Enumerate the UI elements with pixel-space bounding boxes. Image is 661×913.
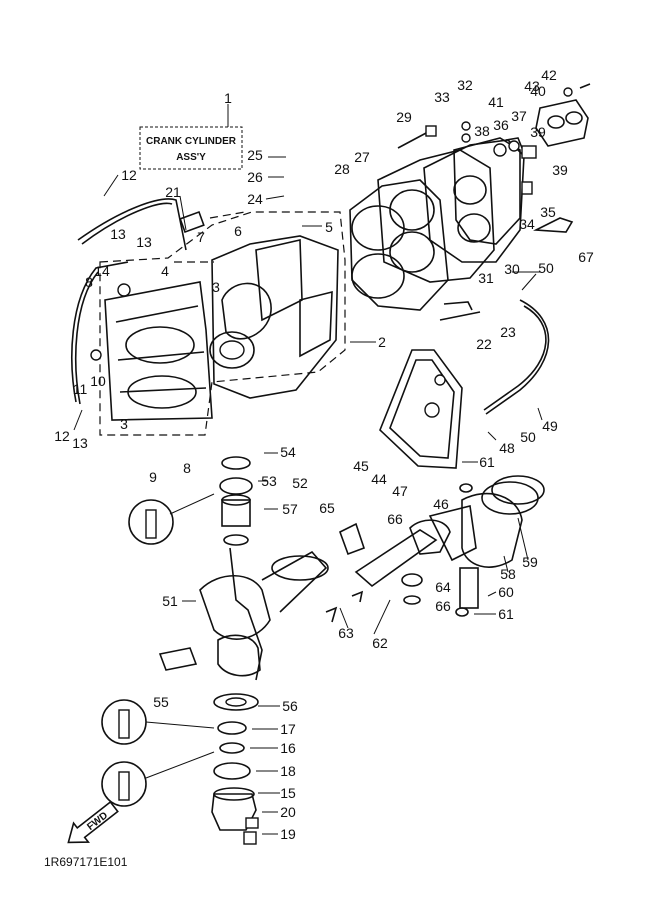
callout-59: 59 [522, 554, 538, 570]
callout-labels: 1 2 3 3 4 5 6 7 8 8 9 10 11 12 12 13 13 … [54, 67, 594, 842]
callout-6: 6 [234, 223, 242, 239]
callout-64: 64 [435, 579, 451, 595]
leader-lines [73, 156, 543, 835]
callout-7: 7 [197, 229, 205, 245]
callout-22: 22 [476, 336, 492, 352]
callout-53: 53 [261, 473, 277, 489]
callout-1: 1 [224, 90, 232, 106]
callout-30: 30 [504, 261, 520, 277]
callout-18: 18 [280, 763, 296, 779]
callout-46: 46 [433, 496, 449, 512]
callout-9: 9 [149, 469, 157, 485]
callout-50: 50 [520, 429, 536, 445]
callout-15: 15 [280, 785, 296, 801]
callout-56: 56 [282, 698, 298, 714]
callout-19: 19 [280, 826, 296, 842]
callout-55: 55 [153, 694, 169, 710]
callout-5: 5 [325, 219, 333, 235]
callout-26: 26 [247, 169, 263, 185]
callout-13: 13 [110, 226, 126, 242]
callout-35: 35 [540, 204, 556, 220]
callout-4: 4 [161, 263, 169, 279]
callout-44: 44 [371, 471, 387, 487]
callout-31: 31 [478, 270, 494, 286]
callout-23: 23 [500, 324, 516, 340]
callout-8: 8 [85, 274, 93, 290]
callout-61: 61 [479, 454, 495, 470]
callout-42: 42 [541, 67, 557, 83]
callout-27: 27 [354, 149, 370, 165]
callout-57: 57 [282, 501, 298, 517]
callout-37: 37 [511, 108, 527, 124]
hoses-left [71, 198, 187, 405]
callout-43: 43 [524, 78, 540, 94]
callout-45: 45 [353, 458, 369, 474]
callout-61: 61 [498, 606, 514, 622]
title-box: CRANK CYLINDER ASS'Y [139, 104, 243, 170]
fwd-arrow-icon: FWD [67, 800, 119, 844]
callout-47: 47 [392, 483, 408, 499]
callout-67: 67 [578, 249, 594, 265]
callout-13: 13 [136, 234, 152, 250]
hose-right [483, 299, 550, 415]
callout-11: 11 [73, 381, 88, 397]
callout-39: 39 [552, 162, 568, 178]
callout-66: 66 [387, 511, 403, 527]
callout-41: 41 [488, 94, 504, 110]
callout-51: 51 [162, 593, 178, 609]
callout-38: 38 [474, 123, 490, 139]
callout-54: 54 [280, 444, 296, 460]
callout-62: 62 [372, 635, 388, 651]
callout-14: 14 [94, 263, 110, 279]
callout-12: 12 [54, 428, 70, 444]
callout-25: 25 [247, 147, 263, 163]
callout-60: 60 [498, 584, 514, 600]
callout-3: 3 [212, 279, 220, 295]
callout-13: 13 [72, 435, 88, 451]
callout-24: 24 [247, 191, 263, 207]
fwd-label: FWD [85, 810, 110, 833]
callout-12: 12 [121, 167, 137, 183]
crankcase-block [99, 210, 346, 436]
callout-10: 10 [90, 373, 106, 389]
callout-58: 58 [500, 566, 516, 582]
callout-66: 66 [435, 598, 451, 614]
callout-40: 40 [530, 83, 546, 99]
callout-3: 3 [120, 416, 128, 432]
callout-34: 34 [519, 216, 535, 232]
callout-21: 21 [165, 184, 181, 200]
title-line-1: CRANK CYLINDER [146, 136, 237, 147]
callout-39: 39 [530, 124, 546, 140]
callout-52: 52 [292, 475, 308, 491]
callout-16: 16 [280, 740, 296, 756]
callout-28: 28 [334, 161, 350, 177]
title-line-2: ASS'Y [176, 152, 206, 163]
callout-29: 29 [396, 109, 412, 125]
callout-65: 65 [319, 500, 335, 516]
figure-code: 1R697171E101 [44, 855, 128, 869]
callout-63: 63 [338, 625, 354, 641]
callout-8: 8 [183, 460, 191, 476]
callout-2: 2 [378, 334, 386, 350]
crankshaft-assembly [158, 456, 329, 845]
cover-plate [379, 301, 481, 469]
callout-33: 33 [434, 89, 450, 105]
callout-49: 49 [542, 418, 558, 434]
callout-48: 48 [499, 440, 515, 456]
callout-17: 17 [280, 721, 296, 737]
callout-32: 32 [457, 77, 473, 93]
callout-50: 50 [538, 260, 554, 276]
callout-36: 36 [493, 117, 509, 133]
cylinder-head-assembly [349, 83, 591, 311]
detail-symbols [101, 493, 215, 807]
callout-20: 20 [280, 804, 296, 820]
piston-conrod-assembly [325, 475, 545, 623]
